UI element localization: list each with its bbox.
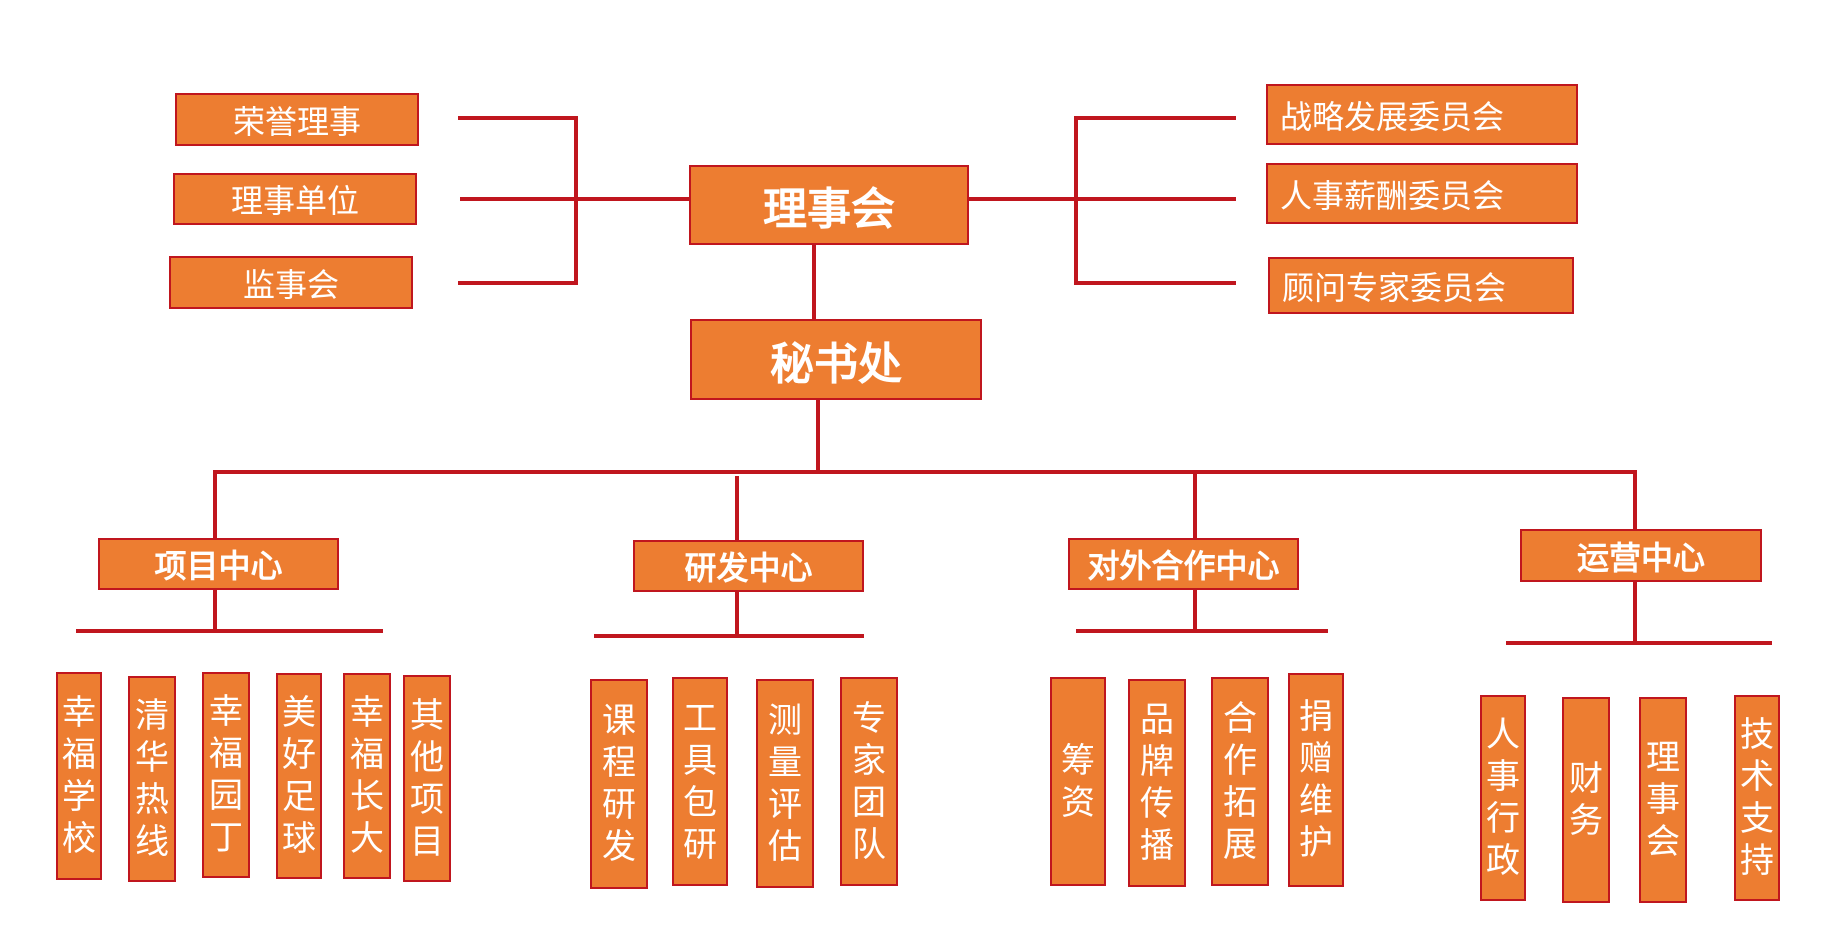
board-box: 理事会 bbox=[689, 165, 969, 245]
sub-item-label: 理事会 bbox=[1646, 738, 1680, 862]
center-bus-line bbox=[213, 394, 1637, 542]
sub-item-box: 合作拓展 bbox=[1211, 677, 1269, 886]
sub-item-box: 工具包研 bbox=[672, 677, 728, 886]
rnd-center-box: 研发中心 bbox=[633, 540, 864, 592]
sub-item-label: 课程研发 bbox=[602, 701, 636, 867]
sub-item-box: 品牌传播 bbox=[1128, 679, 1186, 887]
member-unit-box: 理事单位 bbox=[173, 173, 417, 225]
honorary-director-box: 荣誉理事 bbox=[175, 93, 419, 146]
sub-item-box: 技术支持 bbox=[1734, 695, 1780, 901]
center3-line bbox=[1076, 584, 1328, 633]
sub-item-label: 幸福园丁 bbox=[209, 692, 243, 858]
sub-item-box: 其他项目 bbox=[403, 675, 451, 882]
sub-item-label: 人事行政 bbox=[1486, 715, 1520, 881]
sub-item-label: 财务 bbox=[1569, 759, 1603, 841]
sub-item-box: 幸福长大 bbox=[343, 673, 391, 879]
sub-item-label: 筹资 bbox=[1061, 740, 1095, 823]
sub-item-box: 课程研发 bbox=[590, 679, 648, 889]
sub-item-label: 清华热线 bbox=[135, 696, 169, 862]
sub-item-box: 清华热线 bbox=[128, 676, 176, 882]
sub-item-label: 测量评估 bbox=[768, 700, 802, 867]
hr-compensation-committee-box: 人事薪酬委员会 bbox=[1266, 163, 1578, 224]
center4-line bbox=[1506, 578, 1772, 645]
sub-item-label: 捐赠维护 bbox=[1299, 697, 1333, 863]
strategy-committee-box: 战略发展委员会 bbox=[1266, 84, 1578, 145]
advisory-committee-box: 顾问专家委员会 bbox=[1268, 257, 1574, 314]
sub-item-label: 工具包研 bbox=[683, 698, 717, 865]
sub-item-box: 幸福园丁 bbox=[202, 672, 250, 878]
sub-item-box: 专家团队 bbox=[840, 677, 898, 886]
sub-item-label: 幸福长大 bbox=[350, 693, 384, 859]
external-cooperation-center-box: 对外合作中心 bbox=[1068, 538, 1299, 590]
sub-item-box: 测量评估 bbox=[756, 679, 814, 888]
project-center-box: 项目中心 bbox=[98, 538, 339, 590]
sub-item-label: 美好足球 bbox=[282, 693, 316, 859]
sub-item-label: 幸福学校 bbox=[62, 693, 96, 859]
sub-item-label: 其他项目 bbox=[410, 695, 444, 862]
sub-item-box: 美好足球 bbox=[276, 673, 322, 879]
sub-item-label: 品牌传播 bbox=[1140, 700, 1174, 866]
sub-item-box: 筹资 bbox=[1050, 677, 1106, 886]
sub-item-box: 捐赠维护 bbox=[1288, 673, 1344, 887]
sub-item-box: 理事会 bbox=[1639, 697, 1687, 903]
center1-line bbox=[76, 584, 383, 633]
operations-center-box: 运营中心 bbox=[1520, 529, 1762, 582]
center2-line bbox=[594, 588, 864, 638]
secretariat-box: 秘书处 bbox=[690, 319, 982, 400]
left-bracket-line bbox=[458, 116, 692, 285]
right-bracket-line bbox=[968, 116, 1236, 285]
sub-item-box: 幸福学校 bbox=[56, 672, 102, 880]
sub-item-label: 专家团队 bbox=[852, 698, 886, 865]
supervisory-board-box: 监事会 bbox=[169, 256, 413, 309]
sub-item-label: 技术支持 bbox=[1740, 715, 1774, 881]
sub-item-box: 财务 bbox=[1562, 697, 1610, 903]
sub-item-label: 合作拓展 bbox=[1223, 698, 1257, 865]
sub-item-box: 人事行政 bbox=[1480, 695, 1526, 901]
